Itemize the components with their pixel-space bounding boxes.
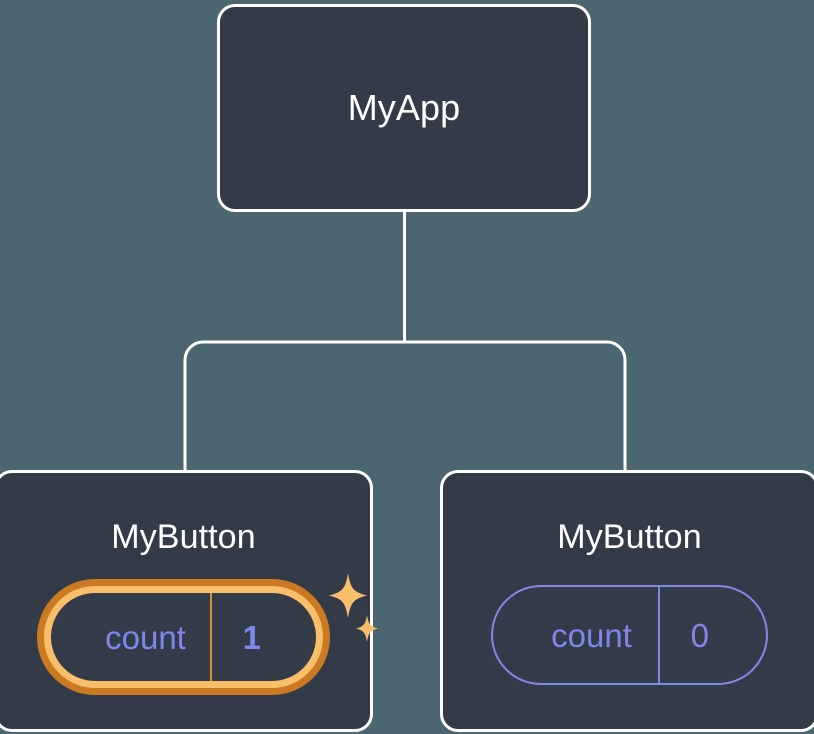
tree-node-mybutton-right[interactable]: MyButton count 0 xyxy=(440,470,814,732)
node-title: MyApp xyxy=(347,87,461,128)
state-value: 1 xyxy=(209,593,316,681)
state-key: count xyxy=(105,618,186,656)
state-key: count xyxy=(551,616,632,654)
sparkle-group xyxy=(328,573,378,642)
node-body: MyButton count 0 xyxy=(443,473,814,729)
pill-face: count 1 xyxy=(51,593,316,681)
highlight-ring: count 1 xyxy=(44,586,323,688)
sparkle-small-icon xyxy=(355,615,378,642)
state-pill[interactable]: count 0 xyxy=(491,585,768,685)
edge-branch-left xyxy=(183,340,405,472)
state-pill-wrapper: count 0 xyxy=(491,585,768,685)
tree-node-root[interactable]: MyApp xyxy=(217,4,591,212)
node-title: MyButton xyxy=(111,518,256,556)
node-title: MyButton xyxy=(557,518,702,556)
sparkle-large-icon xyxy=(328,573,367,618)
node-body: MyButton count 1 xyxy=(0,473,378,729)
tree-node-mybutton-left[interactable]: MyButton count 1 xyxy=(0,470,378,732)
edge-branch-right xyxy=(404,340,627,472)
state-pill-wrapper: count 1 xyxy=(37,573,378,695)
state-value: 0 xyxy=(657,587,766,683)
state-pill-highlighted[interactable]: count 1 xyxy=(37,579,330,695)
